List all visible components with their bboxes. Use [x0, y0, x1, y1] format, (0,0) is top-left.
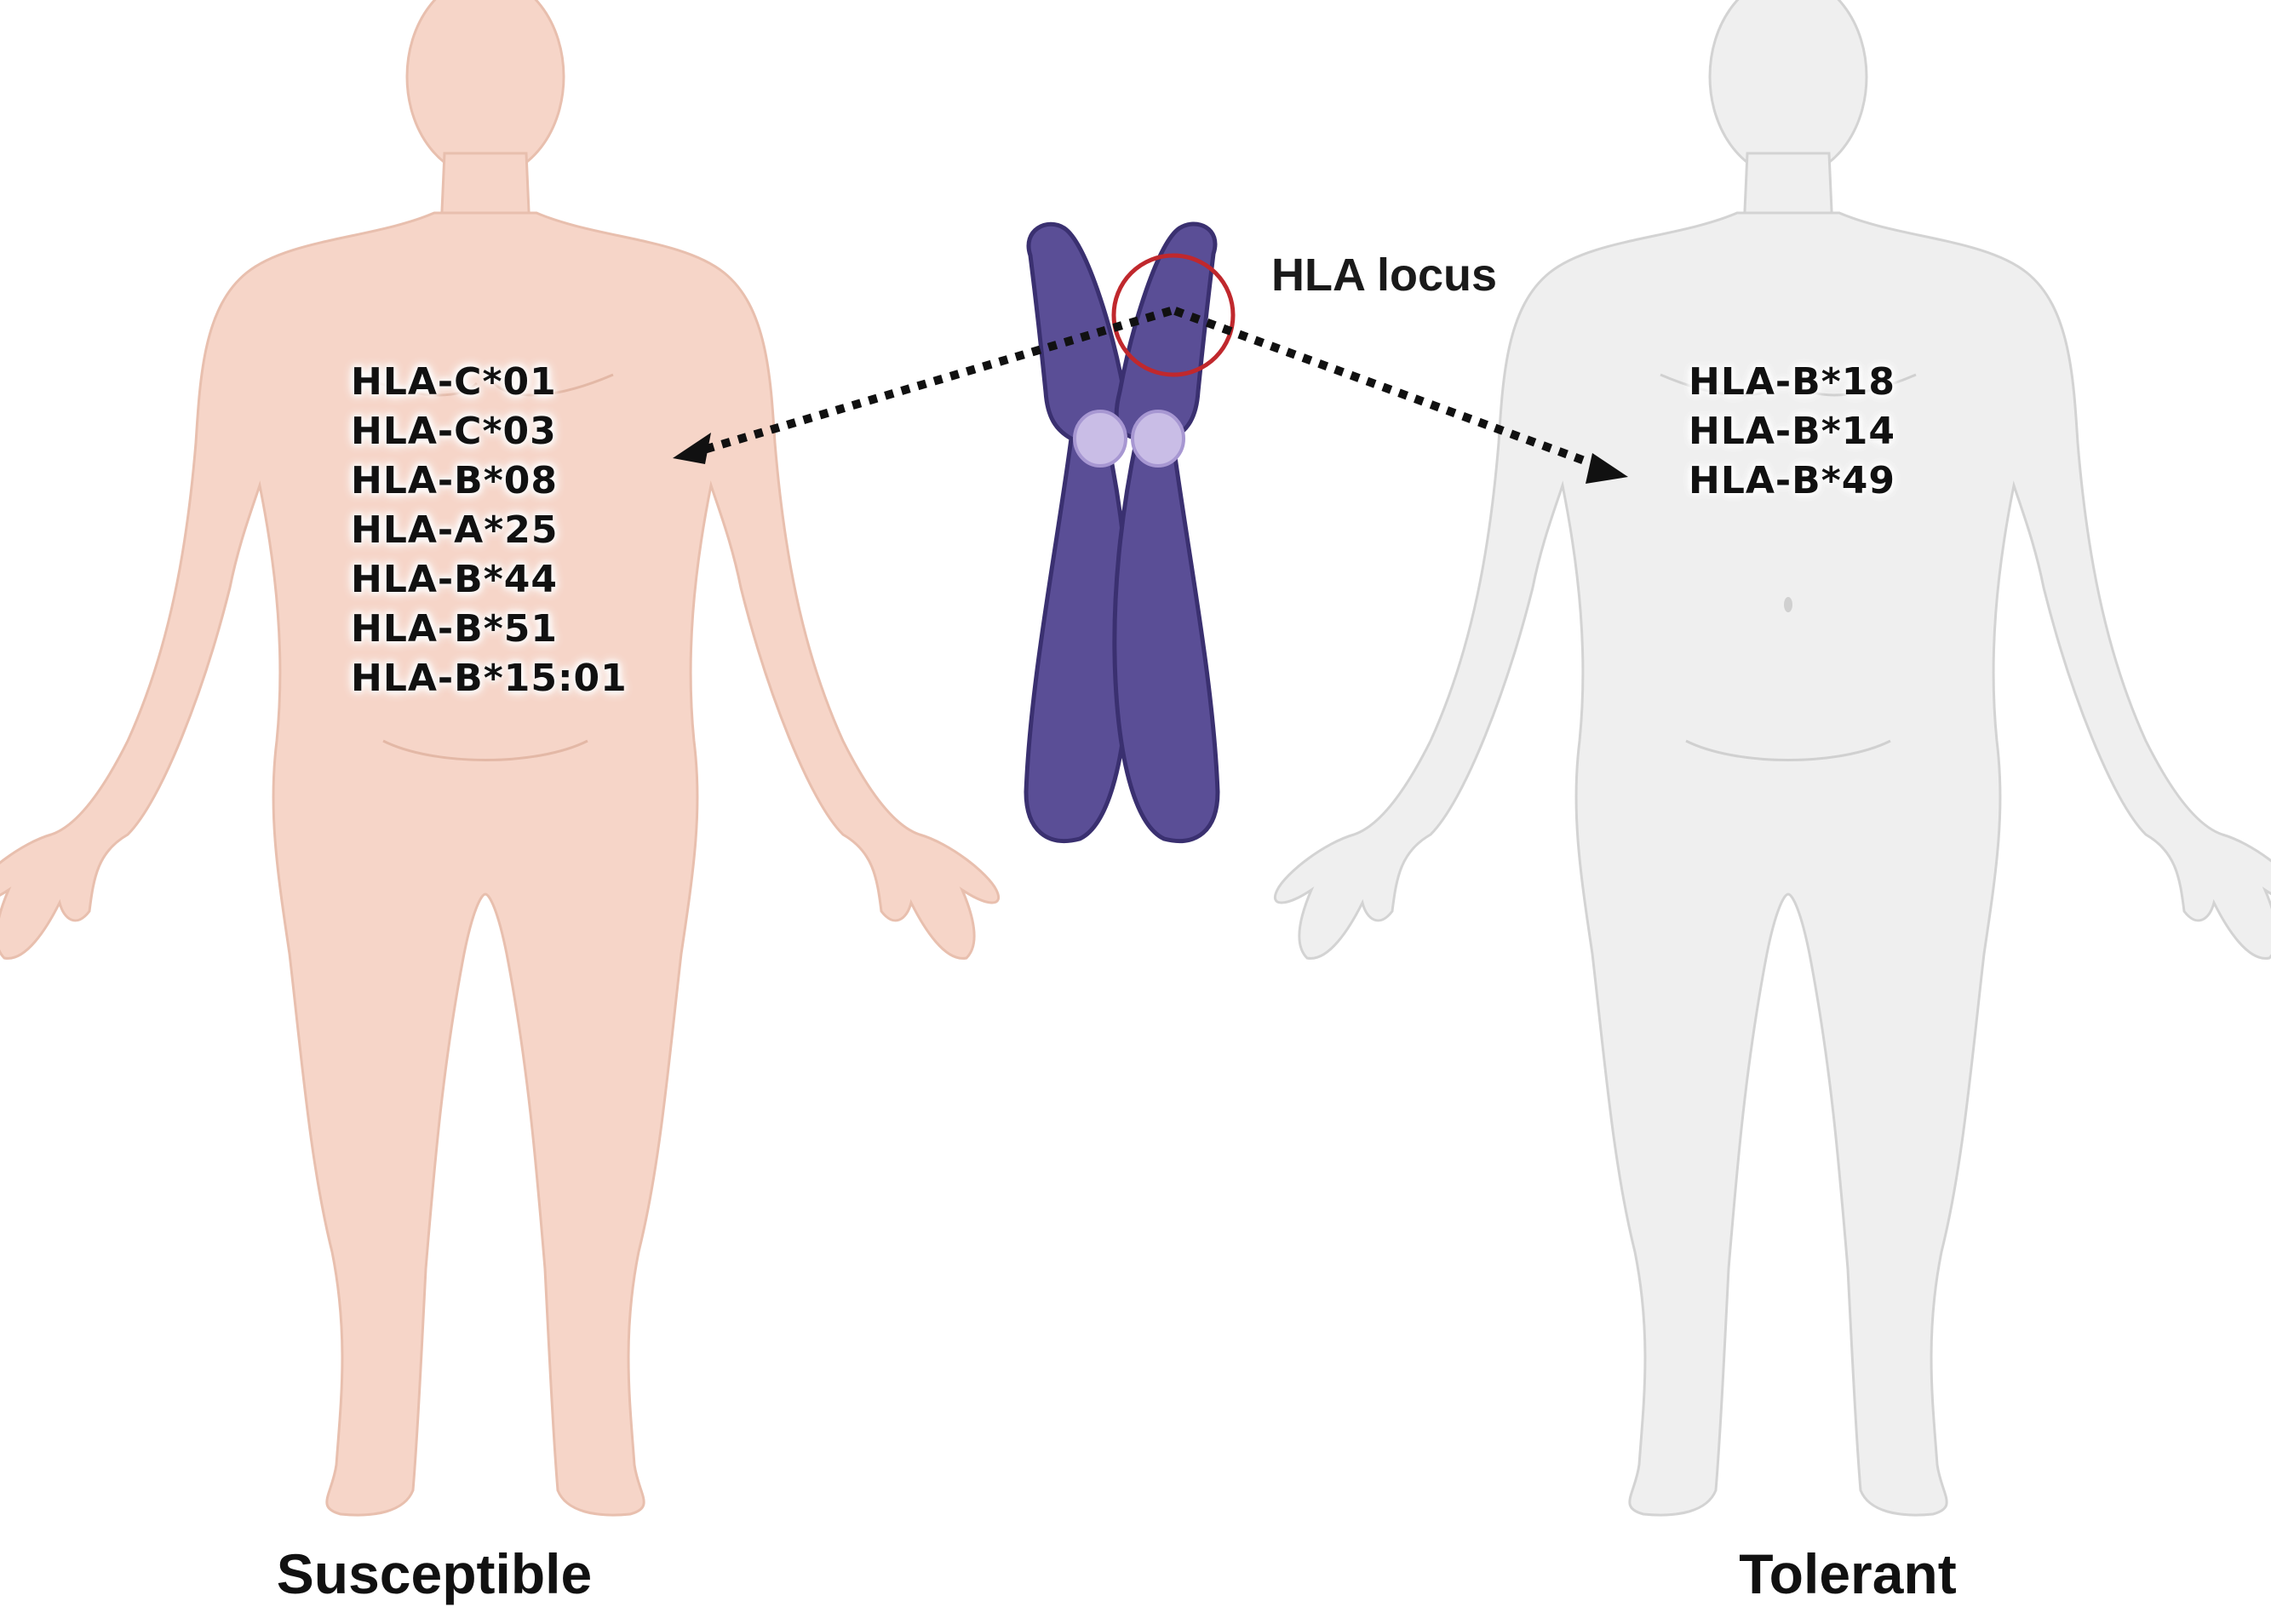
hla-locus-marker [1111, 253, 1236, 377]
arrow-to-susceptible [673, 307, 1173, 464]
centromere-left [1073, 410, 1127, 468]
allele-label: HLA-B*08 [351, 459, 558, 502]
allele-label: HLA-B*49 [1689, 459, 1895, 502]
susceptible-body [0, 0, 1001, 1517]
tolerant-body [1273, 0, 2271, 1517]
susceptible-allele-list: HLA-C*01 HLA-C*03 HLA-B*08 HLA-A*25 HLA-… [351, 358, 628, 703]
susceptible-label: Susceptible [276, 1542, 593, 1605]
arrow-to-tolerant [1173, 307, 1628, 484]
allele-label: HLA-B*51 [351, 607, 558, 651]
tolerant-allele-list: HLA-B*18 HLA-B*14 HLA-B*49 [1689, 358, 1895, 506]
allele-label: HLA-C*03 [351, 410, 557, 453]
allele-label: HLA-A*25 [351, 508, 559, 552]
allele-label: HLA-B*18 [1689, 360, 1895, 404]
tolerant-label: Tolerant [1739, 1542, 1957, 1605]
allele-label: HLA-B*14 [1689, 410, 1895, 453]
chromatid-left [1024, 221, 1132, 844]
hla-locus-label: HLA locus [1271, 250, 1498, 301]
allele-label: HLA-B*44 [351, 558, 558, 601]
chromosome [1024, 221, 1220, 844]
allele-label: HLA-C*01 [351, 360, 557, 404]
allele-label: HLA-B*15:01 [351, 657, 628, 700]
centromere-right [1131, 410, 1185, 468]
